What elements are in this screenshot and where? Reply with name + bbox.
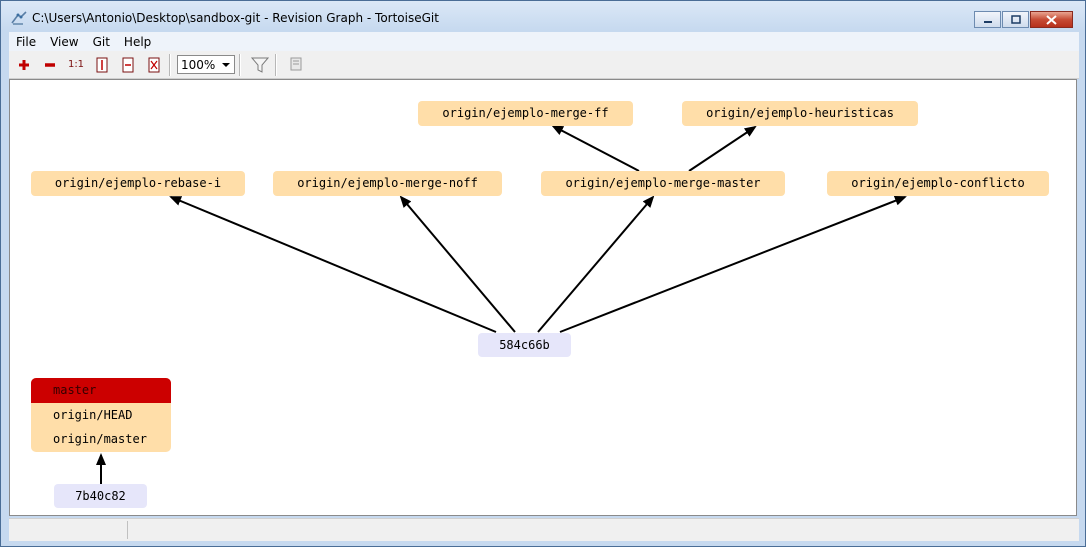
maximize-icon	[1010, 15, 1021, 24]
fit-window-button[interactable]	[143, 54, 165, 76]
fit-width-button[interactable]	[117, 54, 139, 76]
menu-help[interactable]: Help	[123, 34, 152, 49]
zoom-1-1-icon: 1:1	[67, 59, 85, 70]
ref-origin-ejemplo-heuristicas[interactable]: origin/ejemplo-heuristicas	[682, 101, 918, 126]
overview-button[interactable]	[285, 54, 307, 76]
menu-bar: File View Git Help	[9, 32, 1079, 51]
ref-origin-ejemplo-merge-ff[interactable]: origin/ejemplo-merge-ff	[418, 101, 633, 126]
minimize-button[interactable]	[974, 11, 1001, 28]
toolbar-separator	[169, 53, 171, 76]
toolbar-separator	[239, 53, 241, 76]
close-icon	[1046, 14, 1057, 25]
menu-git[interactable]: Git	[92, 34, 110, 49]
fit-height-button[interactable]	[91, 54, 113, 76]
ref-origin-master[interactable]: origin/master	[53, 432, 147, 446]
close-button[interactable]	[1030, 11, 1073, 28]
ref-origin-ejemplo-conflicto[interactable]: origin/ejemplo-conflicto	[827, 171, 1049, 196]
tortoisegit-app-icon	[11, 11, 27, 25]
ref-origin-ejemplo-rebase-i[interactable]: origin/ejemplo-rebase-i	[31, 171, 245, 196]
menu-file[interactable]: File	[16, 34, 37, 49]
maximize-button[interactable]	[1002, 11, 1029, 28]
status-pane-right	[129, 521, 1075, 539]
edge-merge-master-to-heuristicas	[688, 125, 757, 172]
zoom-out-icon	[45, 62, 55, 67]
ref-origin-ejemplo-merge-master[interactable]: origin/ejemplo-merge-master	[541, 171, 785, 196]
fit-window-icon	[148, 57, 160, 72]
graph-edges	[96, 125, 907, 484]
window-controls	[974, 11, 1073, 29]
filter-icon	[251, 57, 269, 73]
ref-stack-master[interactable]: master origin/HEAD origin/master	[31, 378, 171, 452]
edge-584c66b-to-conflicto	[559, 195, 907, 333]
zoom-value: 100%	[181, 58, 216, 72]
ref-origin-head[interactable]: origin/HEAD	[53, 407, 133, 422]
zoom-1-1-button[interactable]: 1:1	[65, 54, 87, 76]
status-pane-left	[9, 521, 128, 539]
menu-view[interactable]: View	[50, 34, 79, 49]
edge-584c66b-to-rebase-i	[169, 196, 497, 333]
overview-icon	[290, 57, 302, 70]
filter-button[interactable]	[249, 54, 271, 76]
edge-merge-master-to-merge-ff	[551, 125, 640, 172]
commit-7b40c82[interactable]: 7b40c82	[54, 484, 147, 508]
toolbar: 1:1 100%	[9, 51, 1079, 79]
commit-584c66b[interactable]: 584c66b	[478, 333, 571, 357]
status-bar	[9, 518, 1079, 541]
ref-master-current[interactable]: master	[31, 378, 171, 403]
zoom-select[interactable]: 100%	[177, 55, 235, 74]
edge-584c66b-to-merge-noff	[399, 195, 516, 333]
edge-584c66b-to-merge-master	[537, 195, 655, 333]
fit-height-icon	[96, 57, 108, 72]
minimize-icon	[983, 20, 992, 23]
zoom-in-icon	[19, 59, 29, 70]
zoom-in-button[interactable]	[13, 54, 35, 76]
chevron-down-icon[interactable]	[222, 63, 230, 67]
zoom-out-button[interactable]	[39, 54, 61, 76]
revision-graph-canvas[interactable]: origin/ejemplo-merge-ff origin/ejemplo-h…	[9, 79, 1077, 516]
fit-width-icon	[122, 57, 134, 72]
ref-origin-ejemplo-merge-noff[interactable]: origin/ejemplo-merge-noff	[273, 171, 502, 196]
window-title: C:\Users\Antonio\Desktop\sandbox-git - R…	[32, 11, 439, 25]
title-bar[interactable]: C:\Users\Antonio\Desktop\sandbox-git - R…	[1, 1, 1085, 31]
toolbar-separator	[275, 53, 277, 76]
